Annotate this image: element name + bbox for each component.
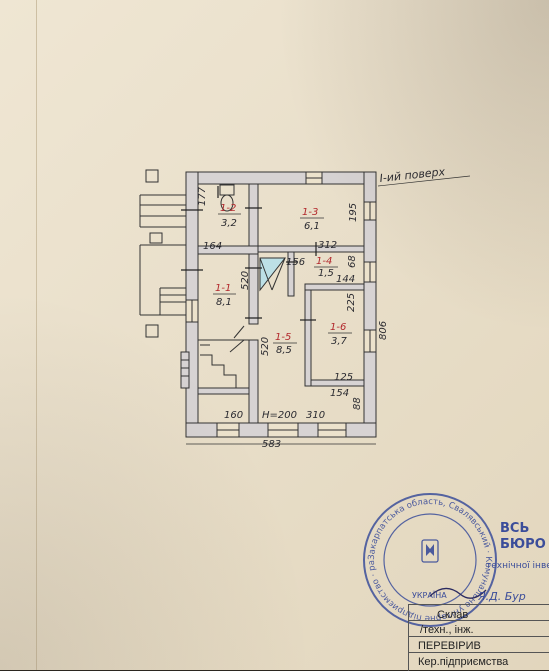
dim-bottom-left: 160 bbox=[224, 410, 243, 421]
stamp-right-2: БЮРО bbox=[500, 537, 546, 552]
dim-88: 88 bbox=[352, 397, 363, 410]
dim-164: 164 bbox=[203, 241, 222, 252]
interior-stairs bbox=[198, 325, 249, 388]
margin-line bbox=[36, 0, 37, 670]
stamp-right-3: технічної інвентаризації bbox=[486, 561, 549, 571]
room-1-6: 1-6 3,7 bbox=[328, 322, 352, 347]
stamp-center-text: УКРАЇНА bbox=[412, 590, 447, 600]
room-area: 8,1 bbox=[216, 297, 232, 308]
room-area: 3,7 bbox=[331, 336, 348, 347]
trident-icon bbox=[421, 539, 439, 563]
dim-144: 144 bbox=[336, 274, 355, 285]
dim-68: 68 bbox=[347, 255, 358, 268]
svg-text:Закарпатська область, Свалявсь: Закарпатська область, Свалявський · Кому… bbox=[0, 0, 493, 623]
outside-steps bbox=[139, 169, 190, 389]
table-row-2: /техн., інж. bbox=[420, 624, 474, 636]
dim-312: 312 bbox=[318, 240, 337, 251]
room-area: 8,5 bbox=[276, 345, 292, 356]
room-1-4: 1-4 1,5 bbox=[314, 256, 338, 279]
dim-center-mid: 520 bbox=[260, 337, 271, 356]
dim-156: 156 bbox=[286, 257, 305, 268]
room-1-5: 1-5 8,5 bbox=[273, 332, 297, 356]
dim-177: 177 bbox=[197, 186, 208, 206]
table-row-3: ПЕРЕВІРИВ bbox=[418, 640, 481, 652]
stamp-right-1: ВСЬ bbox=[500, 521, 529, 536]
dim-bottom-right: 310 bbox=[306, 410, 325, 421]
dim-left-mid: 520 bbox=[240, 271, 251, 290]
room-1-2: 1-2 3,2 bbox=[218, 203, 241, 229]
dim-125: 125 bbox=[334, 372, 353, 383]
table-row-4: Кер.підприємства bbox=[418, 656, 509, 668]
room-id: 1-2 bbox=[220, 203, 236, 214]
stamp-ring-text: Закарпатська область, Свалявський · Кому… bbox=[0, 0, 493, 623]
table-row-1: Склав bbox=[437, 609, 469, 621]
room-1-1: 1-1 8,1 bbox=[213, 283, 236, 308]
room-id: 1-1 bbox=[215, 283, 231, 294]
room-id: 1-6 bbox=[330, 322, 346, 333]
room-id: 1-4 bbox=[316, 256, 332, 267]
room-area: 6,1 bbox=[304, 221, 320, 232]
total-height-dim: 806 bbox=[378, 321, 389, 340]
fixture bbox=[219, 184, 235, 212]
room-area: 1,5 bbox=[318, 268, 334, 279]
room-id: 1-5 bbox=[275, 332, 291, 343]
dim-195: 195 bbox=[348, 203, 359, 222]
room-id: 1-3 bbox=[302, 207, 318, 218]
interior-walls bbox=[197, 183, 365, 424]
dim-154: 154 bbox=[330, 388, 349, 399]
ceiling-height: Н=200 bbox=[262, 410, 297, 421]
room-area: 3,2 bbox=[221, 218, 237, 229]
dim-225: 225 bbox=[346, 293, 357, 312]
signature: Я.Д. Бур bbox=[477, 590, 526, 603]
room-1-3: 1-3 6,1 bbox=[300, 207, 324, 232]
total-width-dim: 583 bbox=[262, 439, 281, 450]
signature-table bbox=[408, 604, 549, 671]
